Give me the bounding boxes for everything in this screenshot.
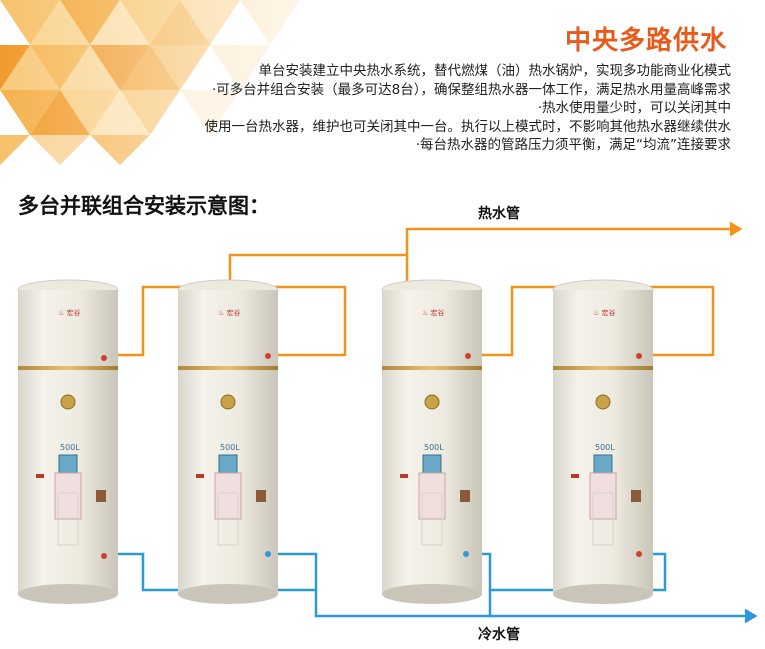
- description-block: 单台安装建立中央热水系统，替代燃煤（油）热水锅炉，实现多功能商业化模式 ·可多台…: [71, 62, 732, 155]
- description-line: ·每台热水器的管路压力须平衡，满足“均流”连接要求: [415, 137, 731, 153]
- capacity-label: 500L: [60, 443, 80, 452]
- description-line: 使用一台热水器，维护也可关闭其中一台。执行以上模式时，不影响其他热水器继续供水: [204, 118, 732, 135]
- description-line: 单台安装建立中央热水系统，替代燃煤（油）热水锅炉，实现多功能商业化模式: [258, 63, 732, 79]
- page-title: 中央多路供水: [564, 26, 727, 56]
- capacity-label: 500L: [595, 443, 615, 452]
- water-heater: 500L: [177, 279, 279, 605]
- hot-pipe-label: 热水管: [478, 206, 520, 222]
- diagram-title: 多台并联组合安装示意图：: [18, 194, 270, 218]
- water-heater: 500L: [17, 279, 119, 605]
- capacity-label: 500L: [220, 443, 240, 452]
- water-heater: 500L: [381, 279, 483, 605]
- capacity-label: 500L: [424, 443, 444, 452]
- description-line: ·可多台并组合安装（最多可达8台），确保整组热水器一体工作，满足热水用量高峰需求: [211, 81, 731, 98]
- description-line: ·热水使用量少时，可以关闭其中: [537, 100, 731, 116]
- water-heater: 500L: [552, 279, 654, 605]
- header-background: [0, 0, 765, 165]
- cold-pipe-label: 冷水管: [478, 627, 520, 643]
